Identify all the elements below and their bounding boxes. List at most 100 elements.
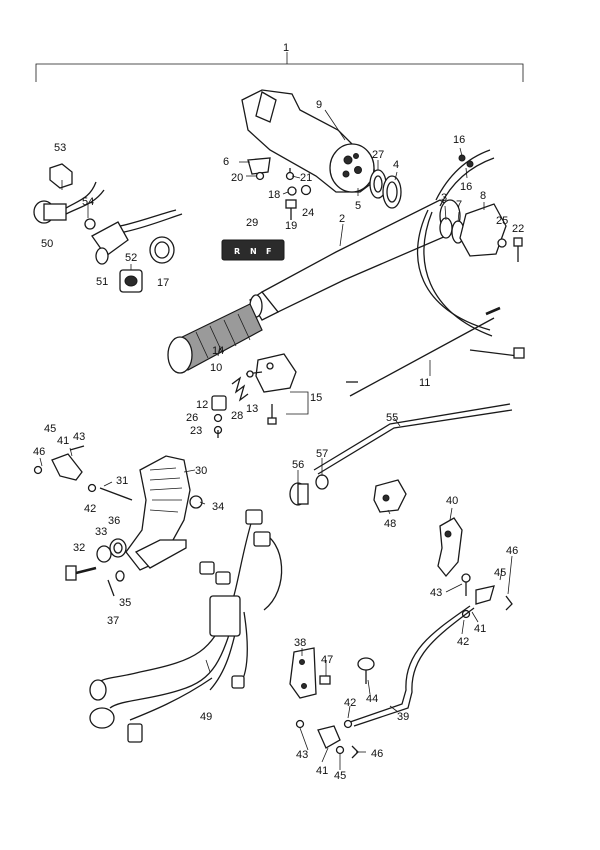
leader-lines [39,109,513,770]
cover-part-8 [459,203,507,257]
callout-35: 35 [119,597,131,609]
assembly-bracket [35,52,524,82]
spring-part-28 [231,376,249,402]
callout-2: 2 [339,213,345,225]
washer-part-24 [300,184,312,196]
callout-26: 26 [186,412,198,424]
switch-part-50 [33,181,105,224]
callout-41a: 41 [57,435,69,447]
shift-rod-part-55 [313,403,513,475]
washer-part-54 [84,218,96,230]
callout-23: 23 [190,425,202,437]
label-part-52 [119,269,143,293]
lever-arm-left [33,445,97,493]
callout-43a: 43 [73,431,85,443]
bolt-part-44 [357,657,375,684]
callout-28: 28 [231,410,243,422]
callout-54: 54 [82,196,94,208]
pin-part-14 [245,370,263,378]
callout-11: 11 [419,377,430,389]
bushing-part-57 [315,474,329,490]
callout-3: 3 [441,192,447,204]
washer-part-33 [96,545,112,563]
callout-47: 47 [321,654,333,666]
shift-plate-r: R [234,247,240,256]
callout-49: 49 [200,711,212,723]
callout-42b: 42 [457,636,469,648]
callout-57: 57 [316,448,328,460]
lever-part-40 [437,517,463,578]
callout-33: 33 [95,526,107,538]
bracket-part-38 [289,647,317,699]
washer-part-25 [497,238,507,248]
callout-45a: 45 [44,423,56,435]
callout-5: 5 [355,200,361,212]
callout-32: 32 [73,542,85,554]
tiller-bracket-part-9 [241,89,377,193]
callout-labels: 1 2 3 4 5 6 7 8 9 10 11 12 13 14 15 16 1… [33,42,524,782]
callout-34: 34 [212,501,224,513]
callout-16a: 16 [453,134,465,146]
callout-46c: 46 [371,748,383,760]
callout-51: 51 [96,276,108,288]
callout-8: 8 [480,190,486,202]
shift-plate-part-29: R N F [221,239,285,261]
callout-31: 31 [116,475,128,487]
callout-40: 40 [446,495,458,507]
washer-part-36 [109,538,127,558]
lever-arm-right [461,573,513,619]
callout-13: 13 [246,403,258,415]
callout-14: 14 [212,345,224,357]
bolt-part-19 [285,199,297,220]
wire-harness-part-49 [89,509,283,743]
callout-46b: 46 [506,545,518,557]
lever-part-30 [125,455,191,571]
seal-part-4 [382,175,402,209]
screw-part-21 [285,168,295,181]
screw-part-47 [319,675,331,685]
callout-41c: 41 [316,765,328,777]
callout-42a: 42 [84,503,96,515]
callout-21: 21 [300,172,312,184]
shift-plate-f: F [266,247,271,256]
callout-24: 24 [302,207,314,219]
callout-12: 12 [196,399,208,411]
callout-20: 20 [231,172,243,184]
bolt-part-32 [65,565,97,581]
callout-50: 50 [41,238,53,250]
screw-part-13 [267,404,277,425]
callout-52: 52 [125,252,137,264]
callout-55: 55 [386,412,398,424]
link-arm-bottom [295,719,359,759]
knob-part-56 [289,482,309,506]
callout-22: 22 [512,223,524,235]
callout-41b: 41 [474,623,486,635]
callout-10: 10 [210,362,222,374]
callout-19: 19 [285,220,297,232]
plate-part-6 [247,157,271,175]
callout-44: 44 [366,693,378,705]
rod-part-39 [349,605,475,727]
callout-45b: 45 [494,567,506,579]
washer-part-34 [189,495,203,509]
callout-43b: 43 [430,587,442,599]
callout-16b: 16 [460,181,472,193]
callout-9: 9 [316,99,322,111]
screw-part-23 [213,425,223,438]
washer-part-3 [439,217,453,239]
switch-part-51 [91,209,183,265]
callout-42c: 42 [344,697,356,709]
callout-39: 39 [397,711,409,723]
callout-7: 7 [456,199,462,211]
callout-38: 38 [294,637,306,649]
throttle-cables-part-16 [435,149,495,207]
callout-48: 48 [384,518,396,530]
callout-4: 4 [393,159,399,171]
screw-part-20 [255,171,265,181]
washer-part-26 [213,413,223,423]
callout-56: 56 [292,459,304,471]
nut-part-53 [49,163,73,189]
callout-36: 36 [108,515,120,527]
callout-30: 30 [195,465,207,477]
grommet-part-17 [149,236,175,264]
